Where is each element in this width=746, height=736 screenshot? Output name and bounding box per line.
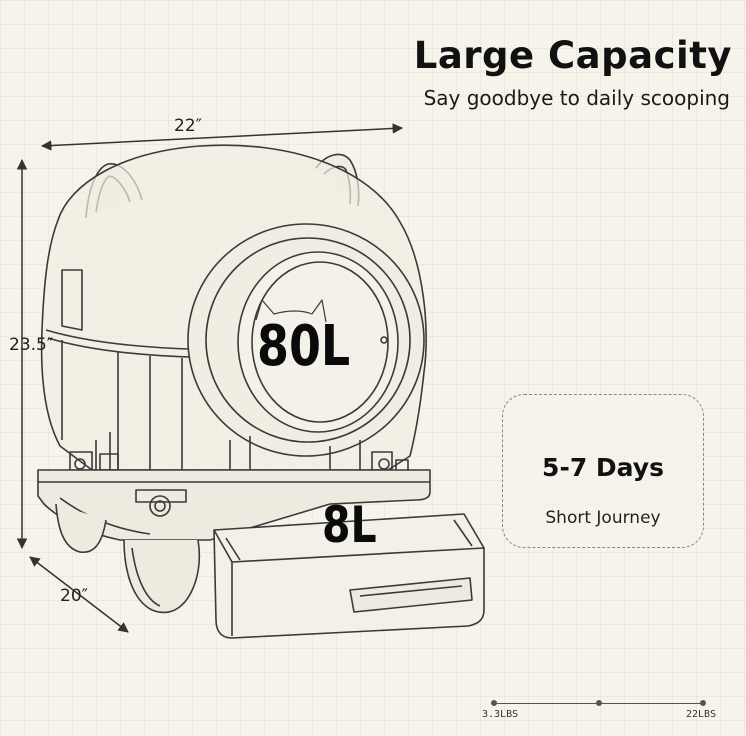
height-label: 23.5″ — [9, 335, 54, 355]
page-title: Large Capacity — [413, 34, 732, 77]
scale-max-label: 22LBS — [686, 709, 717, 720]
door-inner-ring — [237, 251, 399, 433]
info-card: 5-7 Days Short Journey — [502, 394, 704, 548]
scale-min-label: 3.3LBS — [482, 709, 519, 720]
days-caption: Short Journey — [545, 508, 661, 528]
scale-dot-min — [491, 700, 497, 706]
drawer-handle — [349, 577, 473, 613]
page-subtitle: Say goodbye to daily scooping — [423, 86, 730, 110]
width-dimension-line — [40, 123, 404, 151]
depth-dimension-line — [29, 556, 129, 633]
front-leg — [55, 503, 107, 553]
width-label: 22″ — [174, 116, 202, 136]
weight-scale: 3.3LBS 22LBS — [482, 695, 722, 725]
depth-label: 20″ — [60, 586, 88, 606]
drum-volume-label: 80L — [257, 314, 351, 379]
middle-leg — [123, 539, 201, 614]
scale-dot-mid — [596, 700, 602, 706]
drawer-volume-label: 8L — [322, 496, 377, 554]
days-value: 5-7 Days — [542, 453, 664, 482]
scale-dot-max — [700, 700, 706, 706]
waste-drawer — [213, 513, 485, 639]
